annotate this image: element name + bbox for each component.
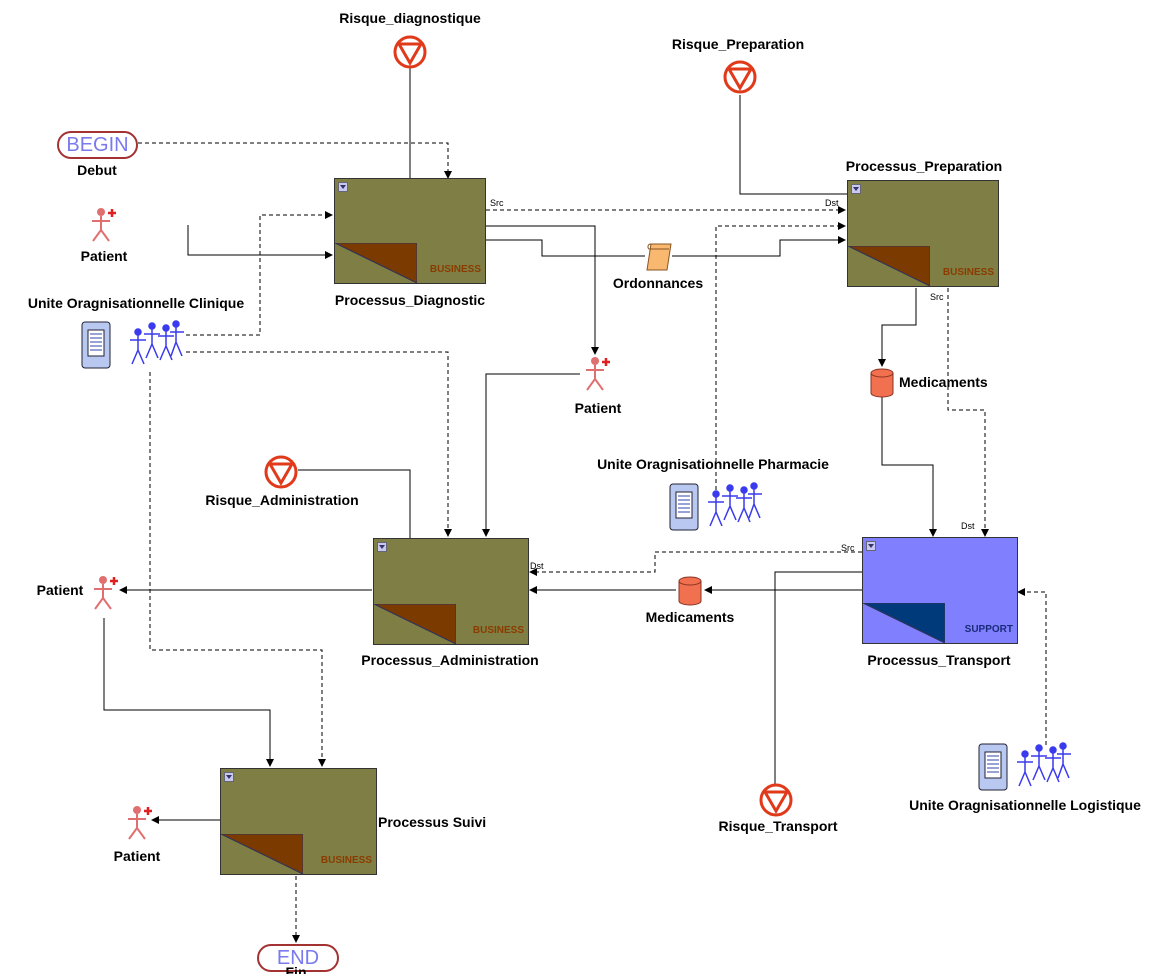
- business-triangle-icon: [335, 243, 417, 283]
- process-diagnostic[interactable]: BUSINESS: [334, 178, 486, 284]
- actor-label: Patient: [36, 582, 84, 598]
- database-icon[interactable]: [869, 368, 895, 398]
- collapse-icon[interactable]: [338, 182, 348, 192]
- process-label: Processus_Administration: [361, 652, 539, 668]
- link-clinique-suivi[interactable]: [149, 372, 326, 767]
- risk-icon[interactable]: [393, 35, 427, 69]
- process-label: Processus_Preparation: [845, 158, 1003, 174]
- process-type-badge: BUSINESS: [320, 855, 372, 866]
- process-preparation[interactable]: BUSINESS: [847, 180, 999, 287]
- actor-icon[interactable]: [124, 801, 154, 841]
- end-event[interactable]: END: [257, 944, 339, 972]
- link-clinique-administration[interactable]: [186, 351, 452, 537]
- link-medicaments1-transport[interactable]: [881, 397, 937, 537]
- business-triangle-icon: [848, 246, 930, 286]
- actor-icon[interactable]: [90, 571, 120, 611]
- process-label: Processus_Transport: [867, 652, 1011, 668]
- risk-icon[interactable]: [264, 455, 298, 489]
- business-triangle-icon: [374, 604, 456, 644]
- org-unit-logistique-icon[interactable]: [977, 740, 1087, 794]
- actor-label: Patient: [80, 248, 128, 264]
- process-type-badge: SUPPORT: [964, 624, 1013, 635]
- link-begin-diagnostic[interactable]: [138, 142, 452, 179]
- link-diagnostic-ordonnances[interactable]: [486, 239, 645, 257]
- collapse-icon[interactable]: [851, 184, 861, 194]
- risk-label: Risque_diagnostique: [339, 10, 481, 26]
- org-unit-label: Unite Oragnisationnelle Logistique: [909, 797, 1141, 813]
- link-preparation-medicaments1[interactable]: [878, 288, 917, 367]
- support-triangle-icon: [863, 603, 945, 643]
- port-dst: Dst: [825, 198, 839, 208]
- resource-label: Medicaments: [899, 374, 988, 390]
- link-risque-preparation[interactable]: [739, 95, 847, 195]
- port-dst: Dst: [961, 521, 975, 531]
- port-src: Src: [490, 198, 504, 208]
- begin-label: Debut: [77, 162, 117, 178]
- process-transport[interactable]: SUPPORT: [862, 537, 1018, 644]
- process-administration[interactable]: BUSINESS: [373, 538, 529, 645]
- risk-label: Risque_Administration: [205, 492, 359, 508]
- link-risque-transport[interactable]: [774, 571, 862, 785]
- link-patient1-diagnostic[interactable]: [187, 225, 333, 259]
- link-risque-administration[interactable]: [298, 469, 411, 538]
- process-label: Processus_Diagnostic: [334, 292, 486, 308]
- process-label: Processus Suivi: [378, 814, 487, 830]
- link-pharmacie-preparation[interactable]: [715, 222, 846, 490]
- port-dst: Dst: [530, 561, 544, 571]
- collapse-icon[interactable]: [866, 541, 876, 551]
- resource-label: Medicaments: [645, 609, 735, 625]
- org-unit-label: Unite Oragnisationnelle Clinique: [27, 295, 245, 311]
- risk-icon[interactable]: [723, 60, 757, 94]
- begin-event[interactable]: BEGIN: [57, 131, 138, 159]
- document-icon[interactable]: [645, 242, 673, 272]
- link-patient2-administration[interactable]: [482, 373, 580, 537]
- risk-label: Risque_Preparation: [671, 36, 805, 52]
- link-logistique-transport[interactable]: [1017, 588, 1047, 745]
- actor-label: Patient: [113, 848, 161, 864]
- link-diagnostic-patient2[interactable]: [486, 225, 599, 355]
- org-unit-pharmacie-icon[interactable]: [668, 480, 778, 534]
- actor-icon[interactable]: [88, 203, 118, 243]
- end-label: Fin: [285, 964, 307, 974]
- process-type-badge: BUSINESS: [942, 267, 994, 278]
- risk-icon[interactable]: [759, 783, 793, 817]
- collapse-icon[interactable]: [224, 772, 234, 782]
- link-patient3-suivi[interactable]: [103, 618, 274, 767]
- actor-label: Patient: [574, 400, 622, 416]
- org-unit-label: Unite Oragnisationnelle Pharmacie: [597, 456, 829, 472]
- port-src: Src: [930, 292, 944, 302]
- actor-icon[interactable]: [582, 352, 612, 392]
- database-icon[interactable]: [677, 576, 703, 606]
- link-preparation-transport[interactable]: [947, 288, 989, 537]
- business-triangle-icon: [221, 834, 303, 874]
- link-ordonnances-preparation[interactable]: [672, 236, 846, 257]
- link-transport-administration[interactable]: [529, 551, 862, 576]
- process-type-badge: BUSINESS: [429, 264, 481, 275]
- process-suivi[interactable]: BUSINESS: [220, 768, 377, 875]
- collapse-icon[interactable]: [377, 542, 387, 552]
- risk-label: Risque_Transport: [718, 818, 838, 834]
- resource-label: Ordonnances: [612, 275, 704, 291]
- port-src: Src: [841, 543, 855, 553]
- org-unit-clinique-icon[interactable]: [80, 318, 190, 372]
- link-clinique-diagnostic[interactable]: [186, 211, 333, 336]
- process-type-badge: BUSINESS: [472, 625, 524, 636]
